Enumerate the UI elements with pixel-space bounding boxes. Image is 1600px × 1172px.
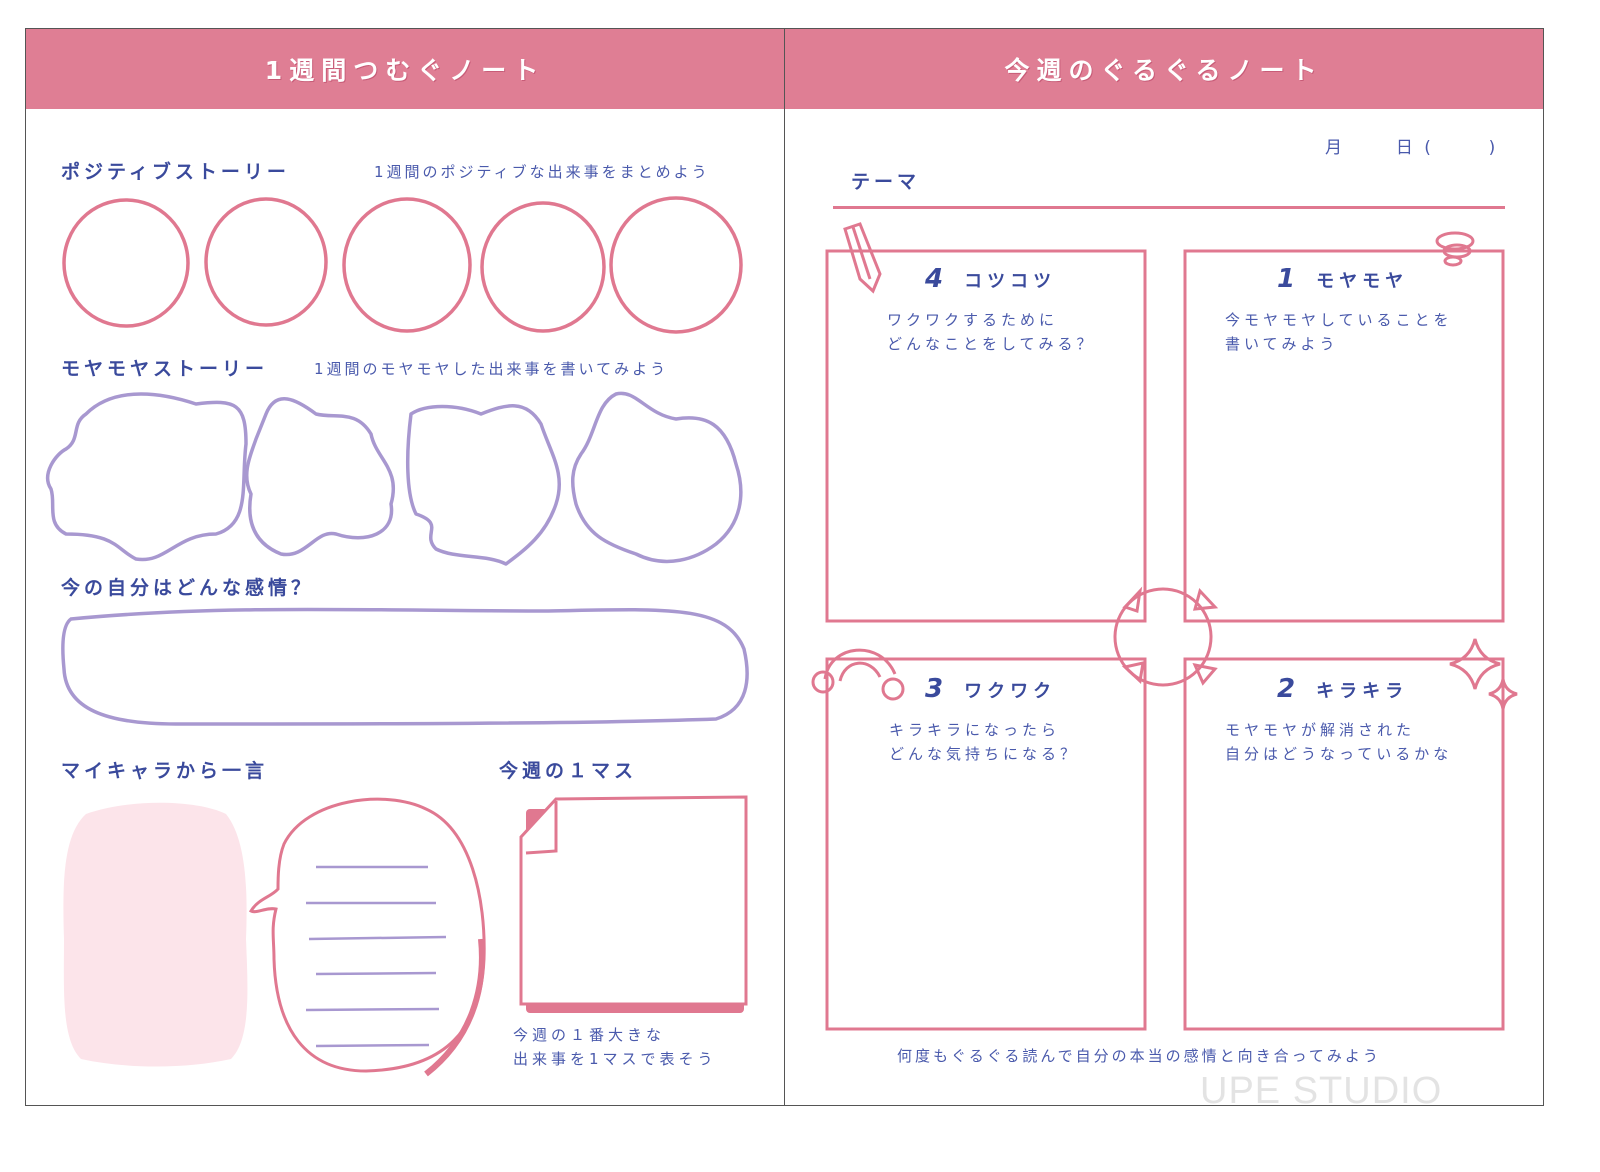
card-frame-2: [1183, 657, 1505, 1031]
watermark: UPE STUDIO: [1200, 1070, 1443, 1112]
positive-story-heading: ポジティブストーリー: [61, 161, 290, 183]
positive-circle-5: [609, 196, 743, 334]
moyamoya-blob-1: [45, 392, 248, 562]
one-masu-heading: 今週の１マス: [499, 760, 638, 782]
right-page: 今週のぐるぐるノート 月 日 ( ) テーマ: [785, 29, 1543, 1105]
day-label: 日: [1395, 138, 1416, 158]
moyamoya-blobs: [45, 391, 743, 566]
weekday-close: ): [1488, 138, 1499, 158]
card-4-number: 4: [925, 264, 949, 294]
card-frame-3: [825, 657, 1147, 1031]
card-3-prompt: キラキラになったら どんな気持ちになる？: [889, 721, 1080, 763]
card-2-number: 2: [1277, 674, 1301, 704]
moyamoya-story-hint: 1週間のモヤモヤした出来事を書いてみよう: [314, 360, 669, 378]
right-page-title: 今週のぐるぐるノート: [1004, 56, 1324, 85]
card-2-prompt: モヤモヤが解消された 自分はどうなっているかな: [1225, 721, 1453, 763]
swirl-icon: [1435, 231, 1475, 267]
card-4[interactable]: 4 コツコツ ワクワクするために どんなことをしてみる？: [887, 264, 1096, 356]
emotion-heading: 今の自分はどんな感情？: [61, 577, 315, 599]
card-4-prompt: ワクワクするために どんなことをしてみる？: [887, 311, 1096, 353]
theme-label: テーマ: [851, 171, 921, 193]
card-2-title: キラキラ: [1316, 681, 1409, 702]
card-2[interactable]: 2 キラキラ モヤモヤが解消された 自分はどうなっているかな: [1225, 674, 1452, 766]
right-page-banner: 今週のぐるぐるノート: [785, 29, 1543, 109]
pencil-icon: [843, 222, 882, 294]
character-placeholder: [63, 802, 248, 1067]
card-3-number: 3: [925, 674, 949, 704]
positive-circle-3: [342, 197, 472, 333]
notebook-spread: 1週間つむぐノート ポジティブストーリー 1週間のポジティブな出来事をまとめよう…: [25, 28, 1544, 1106]
card-1-title: モヤモヤ: [1316, 271, 1409, 292]
one-masu-caption: 今週の１番大きな 出来事を1マスで表そう: [513, 1026, 717, 1068]
cycle-circle: [1113, 587, 1213, 687]
weekday-open: (: [1424, 138, 1434, 158]
date-field[interactable]: 月 日 ( ): [1325, 133, 1498, 158]
footer-text: 何度もぐるぐる読んで自分の本当の感情と向き合ってみよう: [897, 1047, 1381, 1065]
card-frame-4: [825, 249, 1147, 623]
theme-line[interactable]: [833, 206, 1505, 209]
speech-bubble: [248, 797, 486, 1073]
emotion-box: [61, 607, 749, 726]
positive-circle-2: [204, 197, 328, 327]
month-label: 月: [1325, 138, 1345, 158]
left-page: 1週間つむぐノート ポジティブストーリー 1週間のポジティブな出来事をまとめよう…: [26, 29, 785, 1105]
left-page-banner: 1週間つむぐノート: [26, 29, 784, 109]
mychara-area: [63, 797, 486, 1077]
moyamoya-blob-4: [570, 391, 743, 564]
rainbow-icon: [811, 648, 905, 701]
positive-circle-4: [480, 201, 606, 333]
positive-circle-1: [62, 198, 190, 328]
mychara-heading: マイキャラから一言: [61, 760, 269, 782]
moyamoya-story-heading: モヤモヤストーリー: [61, 358, 269, 380]
speech-bubble-lines: [305, 865, 447, 1048]
card-3-title: ワクワク: [964, 681, 1057, 702]
card-4-title: コツコツ: [964, 271, 1057, 292]
card-1[interactable]: 1 モヤモヤ 今モヤモヤしていることを 書いてみよう: [1225, 264, 1453, 356]
one-masu-note: [519, 795, 748, 1013]
left-page-title: 1週間つむぐノート: [264, 56, 546, 85]
positive-circles: [62, 196, 743, 334]
moyamoya-blob-3: [406, 404, 561, 566]
card-1-prompt: 今モヤモヤしていることを 書いてみよう: [1225, 311, 1453, 353]
sparkle-icon: [1449, 638, 1518, 710]
cycle-diagram: [811, 222, 1518, 1031]
positive-story-hint: 1週間のポジティブな出来事をまとめよう: [374, 163, 710, 181]
card-1-number: 1: [1277, 264, 1301, 294]
moyamoya-blob-2: [245, 397, 395, 557]
card-frame-1: [1183, 249, 1505, 623]
card-3[interactable]: 3 ワクワク キラキラになったら どんな気持ちになる？: [889, 674, 1079, 766]
